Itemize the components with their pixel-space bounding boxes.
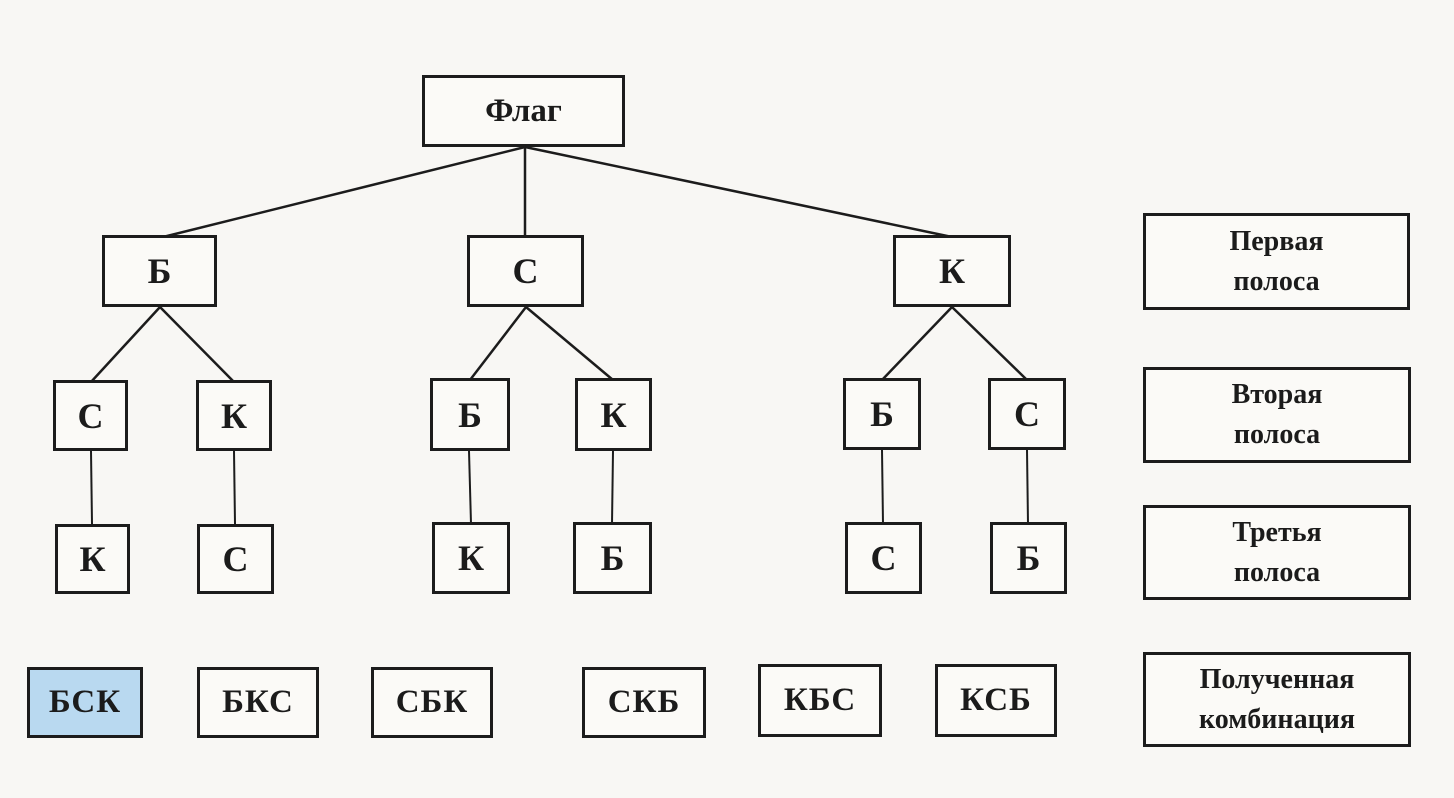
tree-root-node: Флаг [422, 75, 625, 147]
combination-bks: БКС [197, 667, 319, 738]
node-label: С [222, 539, 249, 579]
tree-node-second-stripe-4: К [575, 378, 652, 451]
row-label-third-stripe: Третья полоса [1143, 505, 1411, 600]
tree-node-third-stripe-3: К [432, 522, 510, 594]
row-label-line: полоса [1233, 265, 1320, 297]
tree-node-second-stripe-2: К [196, 380, 272, 451]
row-label-line: Вторая [1231, 379, 1323, 410]
node-label: Б [600, 538, 625, 578]
combination-label: СБК [395, 684, 469, 720]
row-label-second-stripe: Вторая полоса [1143, 367, 1411, 463]
node-label: Б [147, 251, 172, 291]
row-label-line: Полученная [1199, 663, 1355, 695]
tree-node-third-stripe-4: Б [573, 522, 652, 594]
combination-skb: СКБ [582, 667, 706, 738]
row-label-line: Первая [1229, 225, 1324, 257]
node-label: С [512, 251, 539, 291]
tree-node-first-stripe-b: Б [102, 235, 217, 307]
node-label: К [600, 394, 627, 435]
tree-node-second-stripe-5: Б [843, 378, 921, 450]
tree-node-second-stripe-1: С [53, 380, 128, 451]
node-label: К [79, 539, 106, 579]
row-label-line: полоса [1233, 556, 1321, 588]
tree-node-first-stripe-s: С [467, 235, 584, 307]
combination-label: КСБ [960, 682, 1032, 718]
node-label: Б [870, 394, 894, 434]
node-label: К [938, 251, 966, 291]
combination-label: БСК [48, 684, 122, 720]
row-label-line: Третья [1232, 516, 1322, 548]
tree-node-third-stripe-6: Б [990, 522, 1067, 594]
combination-ksb: КСБ [935, 664, 1057, 737]
combination-label: СКБ [607, 684, 681, 720]
node-label: С [77, 395, 104, 436]
node-label: С [1014, 394, 1040, 434]
tree-node-third-stripe-5: С [845, 522, 922, 594]
tree-node-first-stripe-k: К [893, 235, 1011, 307]
tree-root-label: Флаг [485, 92, 562, 129]
combination-label: БКС [222, 684, 294, 720]
tree-node-second-stripe-6: С [988, 378, 1066, 450]
row-label-resulting-combination: Полученная комбинация [1143, 652, 1411, 747]
combination-label: КБС [783, 682, 857, 718]
node-label: К [457, 538, 485, 578]
node-label: К [220, 395, 248, 436]
combination-sbk: СБК [371, 667, 493, 738]
tree-node-second-stripe-3: Б [430, 378, 510, 451]
tree-node-third-stripe-2: С [197, 524, 274, 594]
row-label-line: полоса [1233, 419, 1321, 450]
node-label: Б [458, 394, 482, 435]
node-label: Б [1016, 538, 1041, 578]
tree-node-third-stripe-1: К [55, 524, 130, 594]
combination-bsk-highlighted: БСК [27, 667, 143, 738]
row-label-first-stripe: Первая полоса [1143, 213, 1410, 310]
row-label-line: комбинация [1199, 703, 1355, 735]
node-label: С [870, 538, 897, 578]
combination-kbs: КБС [758, 664, 882, 737]
